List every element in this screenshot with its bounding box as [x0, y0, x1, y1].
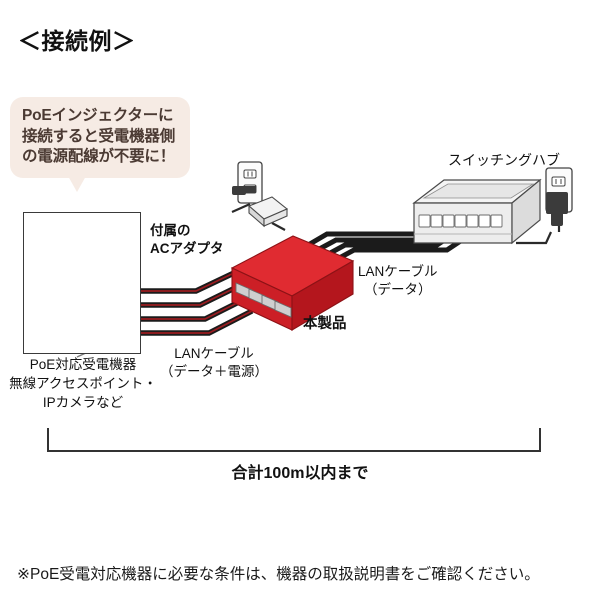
footnote: ※PoE受電対応機器に必要な条件は、機器の取扱説明書をご確認ください。 — [17, 566, 540, 583]
callout-bubble: PoEインジェクターに 接続すると受電機器側 の電源配線が不要に！ — [10, 97, 190, 178]
dimension-label: 合計100m以内まで — [231, 465, 369, 482]
wall-outlet-icon-right — [545, 167, 573, 226]
lan-cable-power-label-line-2: （データ＋電源） — [160, 364, 268, 380]
ac-adapter-icon — [247, 196, 289, 228]
dimension-tick-right — [539, 428, 541, 452]
switching-hub-icon — [412, 178, 542, 245]
switching-hub-label: スイッチングハブ — [448, 152, 560, 168]
wall-outlet-icon-left — [232, 161, 263, 204]
ac-adapter-label: 付属の ACアダプタ — [150, 222, 224, 257]
lan-cable-power-label: LANケーブル （データ＋電源） — [160, 345, 268, 381]
poe-device-caption-line-3: IPカメラなど — [42, 394, 124, 410]
dimension-tick-left — [47, 428, 49, 452]
callout-line-1: PoEインジェクターに — [22, 107, 174, 124]
callout-line-2: 接続すると受電機器側 — [22, 127, 176, 145]
poe-injector-icon — [230, 235, 355, 331]
ac-adapter-label-line-1: 付属の — [150, 223, 191, 238]
dimension-line — [48, 450, 540, 452]
poe-device-caption-line-2: 無線アクセスポイント・ — [9, 375, 157, 391]
poe-device-caption-line-1: PoE対応受電機器 — [29, 357, 137, 372]
poe-device-box — [23, 212, 141, 354]
callout-line-3: の電源配線が不要に！ — [22, 148, 176, 166]
callout-tail — [68, 176, 86, 192]
lan-cable-data-label-line-2: （データ） — [363, 282, 432, 298]
lan-cable-data-label: LANケーブル （データ） — [358, 263, 437, 299]
switching-hub-port-group — [418, 214, 503, 228]
page-title: ＜接続例＞ — [18, 28, 136, 54]
product-label: 本製品 — [303, 316, 347, 332]
lan-cable-data-label-line-1: LANケーブル — [358, 264, 438, 279]
poe-device-caption: PoE対応受電機器 無線アクセスポイント・ IPカメラなど — [0, 356, 166, 413]
poe-injector-port-group — [235, 282, 292, 318]
ac-adapter-label-line-2: ACアダプタ — [150, 240, 224, 256]
lan-cable-power-label-line-1: LANケーブル — [174, 346, 254, 361]
